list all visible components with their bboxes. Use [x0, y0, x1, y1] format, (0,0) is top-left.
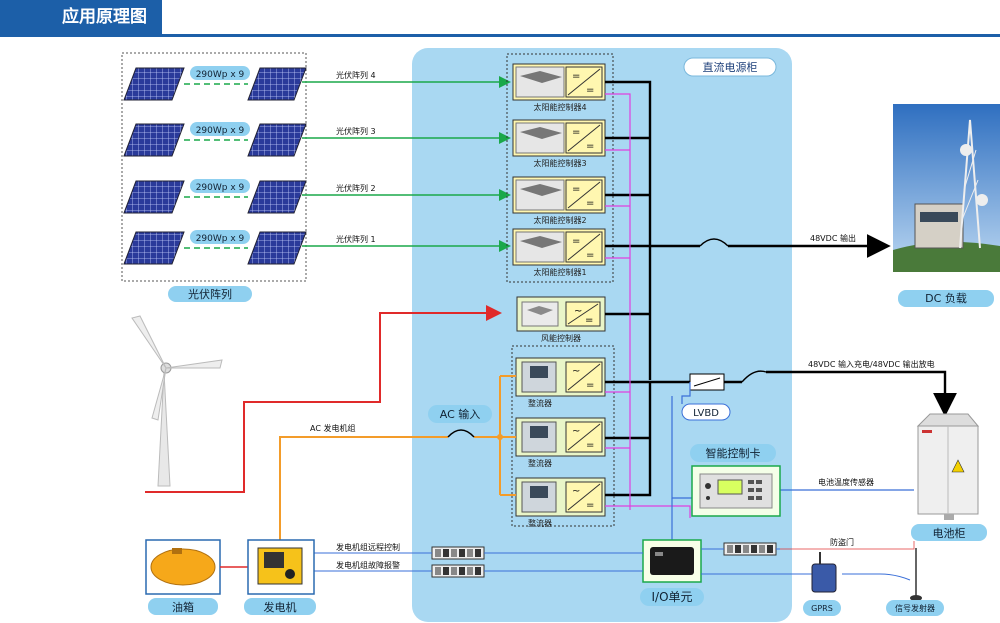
battery-breaker	[741, 370, 767, 383]
lvbd: LVBD	[681, 373, 731, 421]
gprs-module: GPRS	[803, 552, 841, 616]
svg-text:~: ~	[572, 426, 580, 437]
battery-cabinet-label: 电池柜	[933, 527, 966, 540]
solar-controller-group	[506, 53, 614, 283]
svg-text:=: =	[572, 184, 580, 195]
svg-text:=: =	[586, 380, 594, 391]
dc-output-breaker	[699, 238, 729, 247]
control-lines	[671, 396, 914, 540]
svg-text:=: =	[586, 250, 594, 261]
dc-load-tower-photo	[893, 104, 1000, 272]
ac-input: AC 输入	[428, 405, 492, 423]
door-label: 防盗门	[830, 537, 854, 547]
wind-turbine	[131, 315, 223, 487]
relay-strip	[723, 542, 777, 556]
wind-controller: ~ = 风能控制器	[516, 296, 606, 343]
rectifier: ~ = 整流器	[515, 357, 606, 408]
svg-text:=: =	[586, 500, 594, 511]
wind-line	[145, 305, 502, 493]
svg-text:=: =	[572, 236, 580, 247]
pv-array-line-label: 光伏阵列 2	[336, 183, 376, 193]
pv-row: 290Wp x 9 光伏阵列 4	[123, 66, 511, 101]
pv-row: 290Wp x 9 光伏阵列 2	[123, 179, 511, 214]
page-title: 应用原理图	[0, 0, 162, 34]
dc-load-label: DC 负载	[925, 291, 967, 305]
generator: 发电机	[244, 539, 316, 615]
smart-control-card: 智能控制卡	[690, 444, 781, 517]
pv-row: 290Wp x 9 光伏阵列 3	[123, 122, 511, 157]
io-unit: I/O单元	[640, 539, 704, 606]
pv-panel-icon	[123, 180, 185, 214]
pv-panel-icon	[247, 67, 307, 101]
wind-controller-label: 风能控制器	[541, 333, 581, 343]
pv-array-group	[121, 52, 307, 282]
pv-row: 290Wp x 9 光伏阵列 1	[123, 230, 511, 265]
battery-line-label: 48VDC 输入充电/48VDC 输出放电	[808, 359, 935, 369]
ac-breaker	[447, 429, 475, 438]
svg-text:=: =	[572, 71, 580, 82]
pv-panel-icon	[247, 231, 307, 265]
antenna: 信号发射器	[886, 548, 944, 616]
svg-text:=: =	[586, 141, 594, 152]
title-underline	[0, 34, 1000, 37]
gen-remote-label: 发电机组远程控制	[336, 542, 400, 552]
dc-output-label: 48VDC 输出	[810, 233, 856, 243]
io-lines	[314, 548, 911, 581]
pv-array-line-label: 光伏阵列 4	[336, 70, 376, 80]
solar-controller-label: 太阳能控制器2	[533, 215, 586, 225]
ac-generator-line-label: AC 发电机组	[310, 423, 355, 433]
lvbd-label: LVBD	[693, 408, 719, 419]
pv-array-line-label: 光伏阵列 3	[336, 126, 376, 136]
rectifier-label: 整流器	[528, 518, 552, 528]
dc-bus	[605, 80, 945, 497]
pv-panel-icon	[123, 67, 185, 101]
smart-card-label: 智能控制卡	[706, 446, 761, 460]
solar-controller-label: 太阳能控制器1	[533, 267, 586, 277]
gen-alarm-label: 发电机组故障报警	[336, 560, 400, 570]
rectifier-label: 整流器	[528, 458, 552, 468]
oil-tank: 油箱	[145, 539, 221, 615]
svg-text:~: ~	[572, 366, 580, 377]
svg-text:~: ~	[572, 486, 580, 497]
svg-text:=: =	[572, 127, 580, 138]
solar-controller: ==太阳能控制器2	[512, 176, 606, 225]
dc-cabinet-label: 直流电源柜	[703, 60, 758, 74]
temp-sensor-label: 电池温度传感器	[818, 477, 874, 487]
gprs-label: GPRS	[811, 604, 833, 613]
oil-tank-label: 油箱	[172, 600, 194, 614]
pv-array-line-label: 光伏阵列 1	[336, 234, 376, 244]
rectifier: ~ = 整流器	[515, 417, 606, 468]
solar-controller: ==太阳能控制器3	[512, 119, 606, 168]
pv-panel-label: 290Wp x 9	[196, 126, 245, 136]
solar-controller-label: 太阳能控制器4	[533, 102, 586, 112]
pv-panel-label: 290Wp x 9	[196, 183, 245, 193]
ac-input-label: AC 输入	[440, 407, 481, 421]
pv-panel-icon	[123, 231, 185, 265]
battery-cabinet: 电池柜	[911, 413, 987, 541]
pv-panel-icon	[123, 123, 185, 157]
solar-controller: ==太阳能控制器1	[512, 228, 606, 277]
svg-text:=: =	[586, 198, 594, 209]
antenna-label: 信号发射器	[895, 603, 935, 613]
solar-controller: ==太阳能控制器4	[512, 63, 606, 112]
solar-controller-label: 太阳能控制器3	[533, 158, 586, 168]
svg-text:=: =	[585, 315, 593, 326]
svg-text:=: =	[586, 440, 594, 451]
generator-label: 发电机	[264, 600, 297, 614]
rectifier-label: 整流器	[528, 398, 552, 408]
svg-text:~: ~	[574, 306, 582, 317]
signal-lines	[605, 93, 691, 518]
pv-panel-icon	[247, 123, 307, 157]
pv-group-label: 光伏阵列	[188, 287, 232, 301]
pv-panel-label: 290Wp x 9	[196, 70, 245, 80]
svg-text:=: =	[586, 85, 594, 96]
io-unit-label: I/O单元	[651, 590, 692, 604]
pv-panel-icon	[247, 180, 307, 214]
pv-panel-label: 290Wp x 9	[196, 234, 245, 244]
rectifier: ~ = 整流器	[515, 477, 606, 528]
relay-strip	[431, 564, 485, 578]
relay-strip	[431, 546, 485, 560]
